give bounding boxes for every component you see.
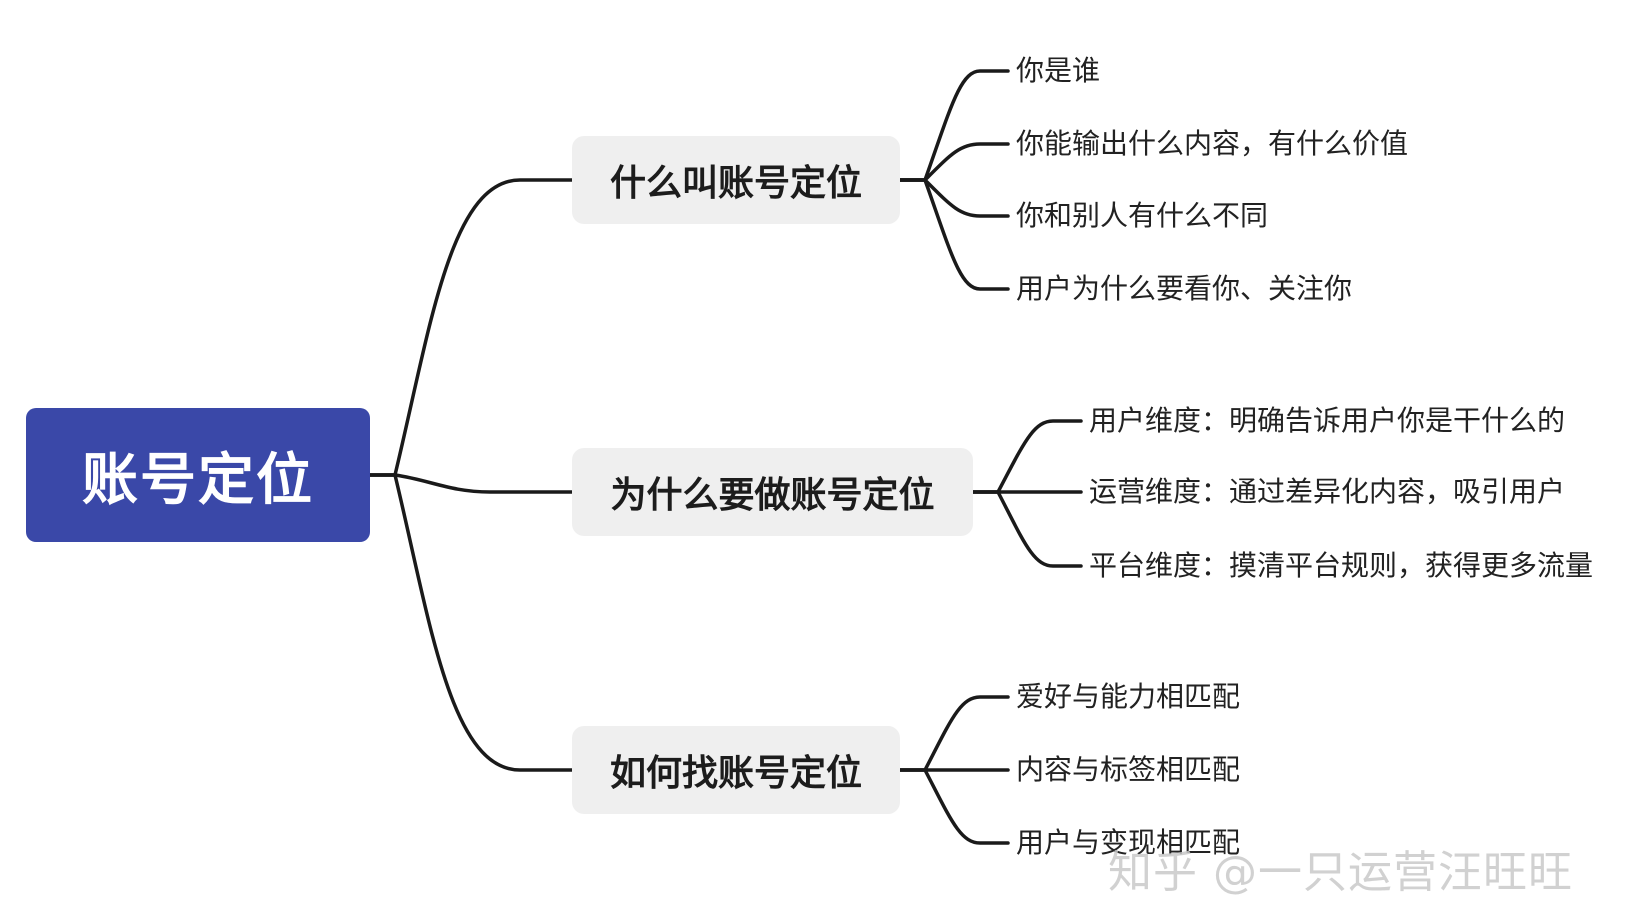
root-node[interactable]: 账号定位 — [26, 408, 370, 542]
leaf-node[interactable]: 爱好与能力相匹配 — [1016, 680, 1241, 713]
connector-root-branch-1 — [368, 178, 574, 477]
leaf-node[interactable]: 你和别人有什么不同 — [1016, 199, 1269, 232]
leaf-node[interactable]: 运营维度：通过差异化内容，吸引用户 — [1089, 475, 1566, 508]
leaf-node[interactable]: 用户为什么要看你、关注你 — [1016, 272, 1353, 305]
branch-label: 为什么要做账号定位 — [610, 475, 935, 516]
branch-node-how-to-find-positioning[interactable]: 如何找账号定位 — [572, 726, 900, 814]
connector-root-branch-2 — [368, 473, 574, 494]
connector-root-branch-3 — [368, 473, 574, 772]
leaf-node[interactable]: 你能输出什么内容，有什么价值 — [1016, 127, 1409, 160]
leaf-node[interactable]: 用户维度：明确告诉用户你是干什么的 — [1089, 404, 1566, 437]
watermark: 知乎 @一只运营汪旺旺 — [1108, 847, 1573, 898]
connector-b1-leaf-2 — [898, 142, 1010, 182]
leaf-node[interactable]: 平台维度：摸清平台规则，获得更多流量 — [1089, 549, 1594, 582]
leaf-node[interactable]: 你是谁 — [1016, 54, 1101, 87]
branch-node-what-is-positioning[interactable]: 什么叫账号定位 — [572, 136, 900, 224]
branch-label: 什么叫账号定位 — [609, 163, 862, 204]
connector-b1-leaf-1 — [898, 69, 1010, 182]
connector-b3-leaf-3 — [898, 768, 1010, 845]
branch-node-why-positioning[interactable]: 为什么要做账号定位 — [572, 448, 973, 536]
connector-b1-leaf-4 — [898, 178, 1010, 291]
root-node-label: 账号定位 — [82, 447, 314, 513]
connector-b1-leaf-3 — [898, 178, 1010, 218]
connector-b2-leaf-1 — [971, 419, 1083, 494]
connector-b2-leaf-3 — [971, 490, 1083, 568]
connector-b3-leaf-1 — [898, 695, 1010, 772]
leaf-node[interactable]: 内容与标签相匹配 — [1016, 753, 1241, 786]
leaf-node[interactable]: 用户与变现相匹配 — [1016, 826, 1241, 859]
branch-label: 如何找账号定位 — [609, 753, 862, 794]
